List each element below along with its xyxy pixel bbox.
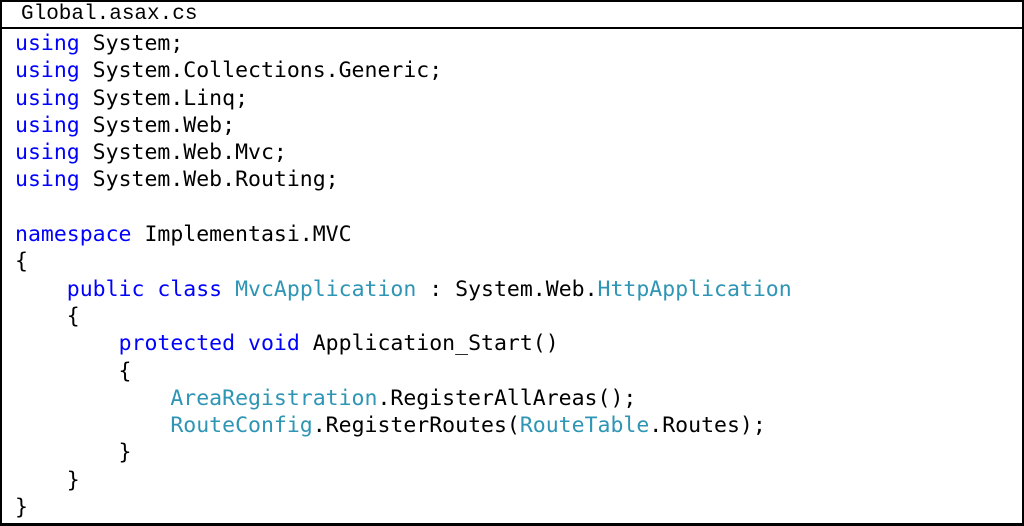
code-token: using (15, 31, 80, 56)
code-token: .RegisterAllAreas(); (377, 385, 637, 411)
code-line: } (15, 467, 1022, 494)
code-line: using System.Collections.Generic; (15, 57, 1022, 84)
code-token: System.Linq; (79, 85, 249, 111)
code-line: using System.Linq; (15, 85, 1022, 112)
code-token: using (15, 140, 80, 166)
code-token: using (15, 167, 80, 193)
file-name: Global.asax.cs (21, 3, 198, 26)
code-token: System.Web.Mvc; (79, 140, 287, 166)
code-token: namespace (15, 222, 132, 248)
code-line: using System.Web.Mvc; (15, 139, 1022, 166)
code-token: using (15, 58, 80, 84)
code-line: } (15, 494, 1022, 521)
code-token: class (157, 276, 223, 302)
code-line: } (15, 439, 1022, 466)
code-token: using (15, 85, 80, 111)
code-line: namespace Implementasi.MVC (15, 221, 1022, 248)
code-token: System.Web; (79, 112, 236, 138)
code-token: System.Collections.Generic; (79, 58, 443, 84)
code-token: HttpApplication (597, 276, 792, 302)
code-line: using System.Web; (15, 112, 1022, 139)
code-line: using System.Web.Routing; (15, 166, 1022, 193)
code-token: Implementasi.MVC (131, 222, 352, 248)
code-token: System; (79, 31, 184, 56)
code-editor[interactable]: using System;using System.Collections.Ge… (2, 29, 1022, 521)
code-token: { (15, 303, 80, 329)
file-title-bar: Global.asax.cs (2, 2, 1022, 29)
code-token (144, 277, 157, 302)
code-token: public (66, 276, 145, 302)
code-token: System.Web.Routing; (79, 167, 339, 193)
code-token: { (15, 358, 132, 384)
code-line: AreaRegistration.RegisterAllAreas(); (15, 385, 1022, 412)
code-token: } (15, 495, 28, 521)
code-line: protected void Application_Start() (15, 330, 1022, 357)
code-token (15, 386, 170, 411)
code-token (15, 331, 119, 356)
code-token (235, 331, 248, 356)
code-line: using System; (15, 30, 1022, 57)
code-token: Application_Start() (299, 331, 559, 357)
code-token: : System.Web. (416, 276, 598, 302)
code-token: RouteConfig (170, 413, 313, 439)
code-line: RouteConfig.RegisterRoutes(RouteTable.Ro… (15, 412, 1022, 439)
code-token: } (15, 467, 80, 493)
code-line: { (15, 248, 1022, 275)
code-token (15, 277, 67, 302)
code-token: AreaRegistration (170, 385, 378, 411)
code-line: { (15, 358, 1022, 385)
code-token: using (15, 112, 80, 138)
code-token: .Routes); (649, 413, 766, 439)
code-token: protected (118, 331, 236, 357)
code-line: public class MvcApplication : System.Web… (15, 276, 1022, 303)
code-token: } (15, 440, 132, 466)
code-token: .RegisterRoutes( (312, 413, 520, 439)
code-token: RouteTable (519, 413, 650, 439)
code-token (222, 277, 235, 302)
code-line (15, 194, 1022, 221)
code-line: { (15, 303, 1022, 330)
code-token: { (15, 249, 28, 275)
code-token: void (248, 331, 300, 357)
code-token: MvcApplication (235, 276, 417, 302)
code-token (15, 413, 170, 438)
